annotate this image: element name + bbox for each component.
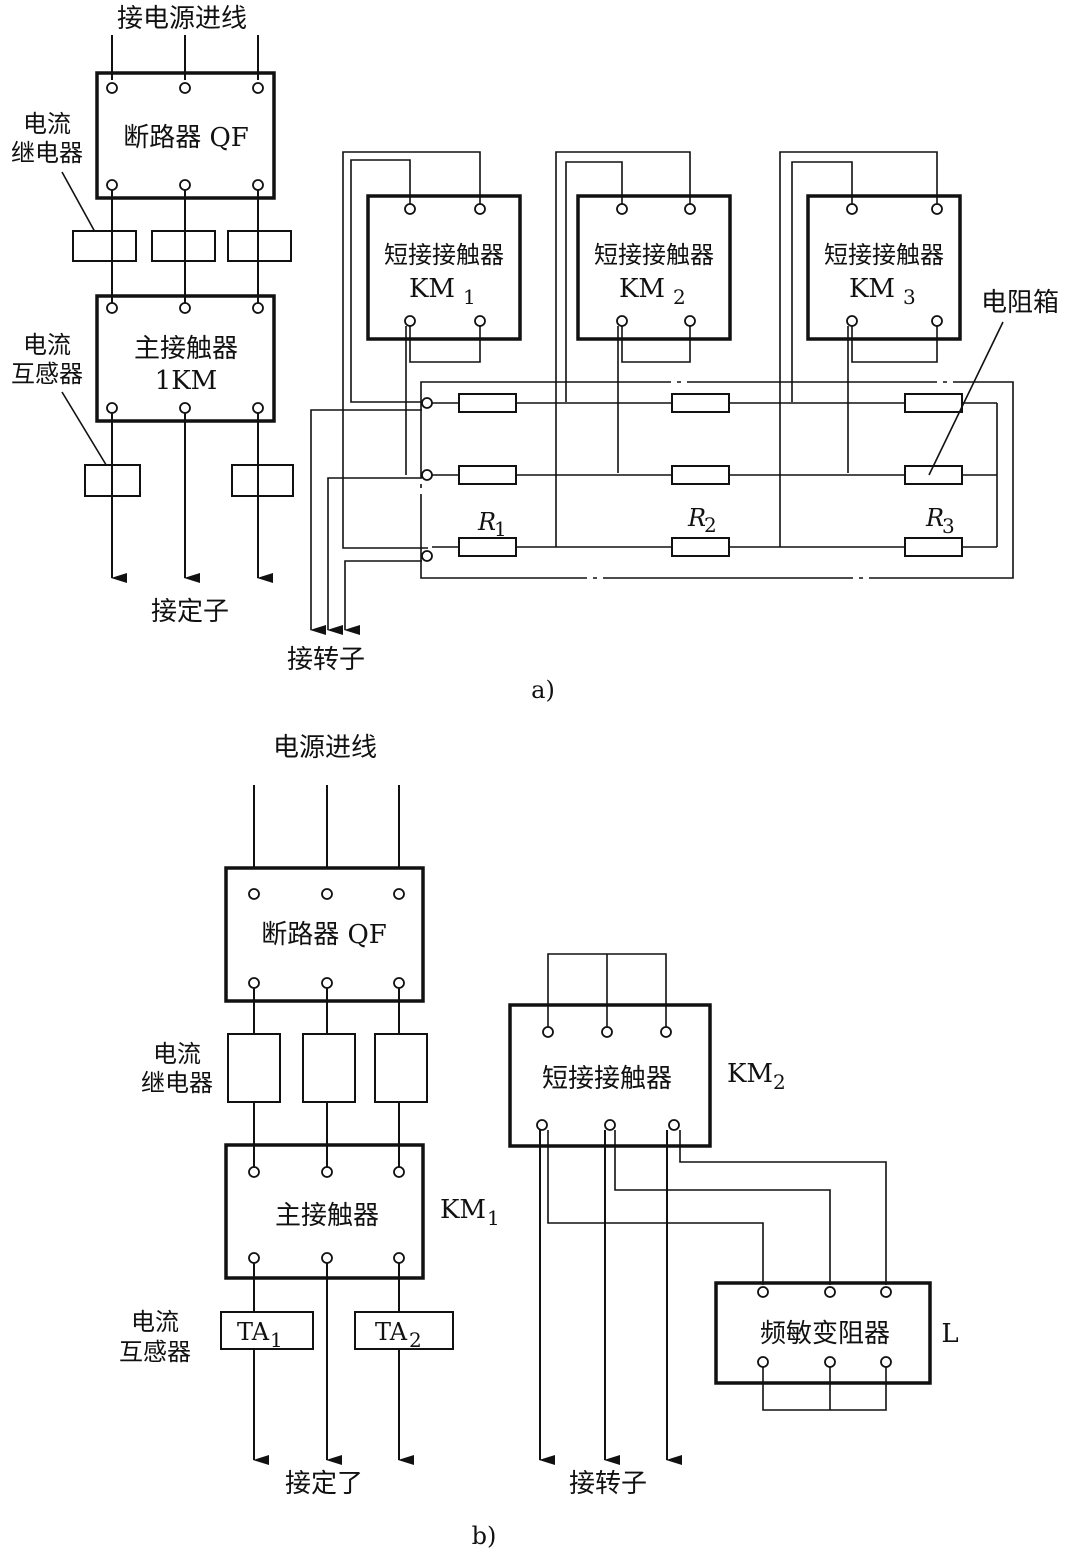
a-r1-sub: 1 bbox=[494, 517, 507, 541]
a-km3-sub: 3 bbox=[903, 285, 916, 309]
b-rotor-wiring bbox=[539, 1130, 887, 1465]
a-main-contactor-1km: 主接触器 1KM bbox=[95, 294, 276, 423]
a-ct-label-1: 电流 bbox=[23, 331, 71, 359]
b-ta1-sub: 1 bbox=[270, 1328, 283, 1352]
b-stator-outputs bbox=[220, 1263, 454, 1465]
b-power-inlet-label: 电源进线 bbox=[273, 733, 377, 763]
a-current-relays bbox=[72, 230, 292, 262]
a-contactor-shorting-links bbox=[405, 326, 938, 475]
a-relay-leader bbox=[61, 171, 96, 233]
a-caption: a) bbox=[531, 676, 555, 704]
a-resistor-box-label: 电阻箱 bbox=[981, 288, 1059, 318]
diagram-b: 电源进线 断路器 QF 电流 继电器 主接触器 KM 1 bbox=[119, 733, 959, 1550]
b-relay-label-2: 继电器 bbox=[141, 1069, 213, 1097]
b-short-contactor-km2: 短接接触器 bbox=[508, 953, 712, 1148]
b-rheostat-label: 频敏变阻器 bbox=[760, 1319, 890, 1349]
a-rotor-outputs bbox=[310, 409, 422, 635]
b-short-contactor-label: 短接接触器 bbox=[542, 1064, 672, 1094]
a-r2-sub: 2 bbox=[704, 513, 717, 537]
a-stator-label: 接定子 bbox=[151, 597, 229, 627]
a-resistor-box-leader bbox=[928, 321, 1004, 476]
a-km2-code: KM bbox=[619, 274, 665, 304]
a-km1-sub: 1 bbox=[463, 285, 476, 309]
b-ta2-code: TA bbox=[375, 1318, 408, 1346]
b-breaker-qf: 断路器 QF bbox=[224, 866, 425, 1003]
b-rheostat-tag: L bbox=[941, 1319, 958, 1349]
b-ta2-sub: 2 bbox=[409, 1328, 422, 1352]
b-stator-label: 接定了 bbox=[285, 1469, 363, 1499]
a-km3-label: 短接接触器 bbox=[824, 241, 944, 269]
a-stator-outputs bbox=[84, 413, 294, 583]
a-resistor-box bbox=[420, 381, 1014, 579]
a-contactor-top-wiring bbox=[342, 151, 938, 549]
a-ct-label-2: 互感器 bbox=[11, 360, 83, 388]
b-km2-code: KM bbox=[727, 1059, 773, 1089]
a-km1-code: KM bbox=[409, 274, 455, 304]
b-km2-sub: 2 bbox=[773, 1070, 786, 1094]
diagram-a: 接电源进线 断路器 QF 电流 继电器 bbox=[11, 4, 1059, 704]
a-breaker-qf: 断路器 QF bbox=[95, 71, 276, 200]
b-breaker-label: 断路器 QF bbox=[261, 920, 387, 950]
a-resistor-rows bbox=[421, 393, 998, 562]
b-ta1-code: TA bbox=[237, 1318, 270, 1346]
a-r3-label: R bbox=[925, 504, 944, 532]
a-km1-label: 短接接触器 bbox=[384, 241, 504, 269]
a-km2-sub: 2 bbox=[673, 285, 686, 309]
a-rotor-label: 接转子 bbox=[287, 645, 365, 675]
b-incoming-lines bbox=[253, 785, 400, 868]
a-km3-code: KM bbox=[849, 274, 895, 304]
a-power-inlet-label: 接电源进线 bbox=[117, 4, 247, 34]
a-main-contactor-label: 主接触器 bbox=[134, 334, 238, 364]
a-ct-leader bbox=[61, 391, 109, 469]
b-km1-code: KM bbox=[440, 1195, 486, 1225]
a-main-contactor-code: 1KM bbox=[155, 366, 218, 396]
a-km2-label: 短接接触器 bbox=[594, 241, 714, 269]
b-ct-label-2: 互感器 bbox=[119, 1338, 191, 1366]
a-short-contactor-km2: 短接接触器 KM 2 bbox=[576, 194, 732, 341]
b-rotor-label: 接转子 bbox=[569, 1469, 647, 1499]
a-r1-label: R bbox=[477, 508, 496, 536]
b-rheostat-l: 频敏变阻器 bbox=[714, 1281, 932, 1411]
a-short-contactor-km3: 短接接触器 KM 3 bbox=[806, 194, 962, 341]
b-km1-sub: 1 bbox=[487, 1206, 500, 1230]
a-short-contactor-km1: 短接接触器 KM 1 bbox=[366, 194, 522, 341]
b-caption: b) bbox=[472, 1522, 497, 1550]
b-main-contactor-km1: 主接触器 bbox=[224, 1143, 425, 1280]
a-breaker-label: 断路器 QF bbox=[123, 123, 249, 153]
b-main-contactor-label: 主接触器 bbox=[275, 1201, 379, 1231]
b-current-relays bbox=[227, 1033, 428, 1103]
a-r2-label: R bbox=[687, 504, 706, 532]
a-r3-sub: 3 bbox=[942, 514, 955, 538]
b-relay-label-1: 电流 bbox=[153, 1040, 201, 1068]
a-relay-label-1: 电流 bbox=[23, 110, 71, 138]
b-ct-label-1: 电流 bbox=[131, 1308, 179, 1336]
a-relay-label-2: 继电器 bbox=[11, 139, 83, 167]
